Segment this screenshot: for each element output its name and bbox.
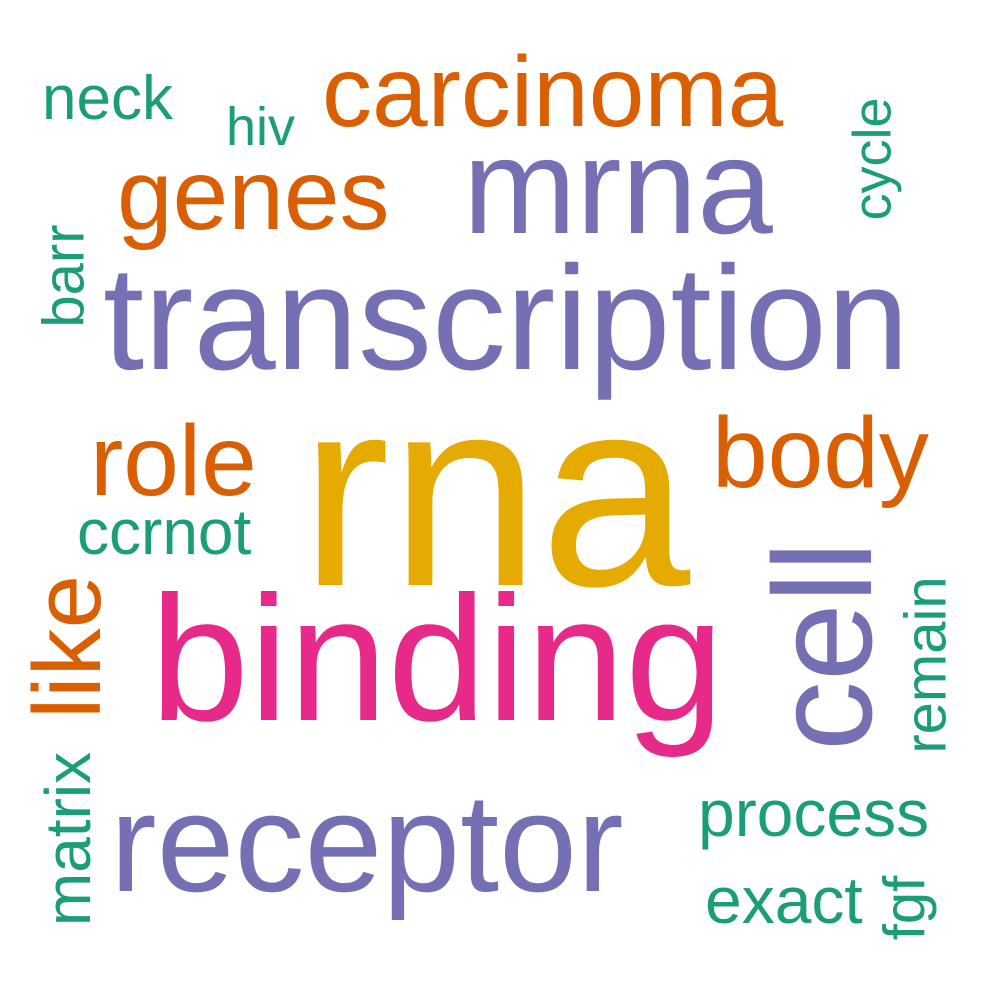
word-barr: barr	[31, 224, 97, 328]
word-transcription: transcription	[103, 236, 910, 401]
word-hiv: hiv	[226, 97, 296, 157]
word-mrna: mrna	[463, 110, 773, 262]
word-cycle: cycle	[842, 97, 903, 221]
word-body: body	[712, 397, 929, 509]
word-remain: remain	[893, 576, 959, 754]
word-neck: neck	[42, 64, 173, 133]
word-process: process	[698, 776, 930, 850]
word-fgf: fgf	[872, 875, 938, 941]
word-cell: cell	[744, 540, 902, 752]
word-role: role	[90, 405, 257, 517]
word-exact: exact	[705, 863, 863, 937]
word-ccrnot: ccrnot	[77, 496, 252, 568]
word-genes: genes	[117, 139, 390, 251]
word-matrix: matrix	[32, 751, 105, 927]
word-binding: binding	[150, 559, 725, 758]
word-receptor: receptor	[110, 764, 624, 921]
word-like: like	[14, 574, 122, 720]
word-rna: rna	[300, 342, 691, 643]
word-carcinoma: carcinoma	[322, 36, 784, 148]
